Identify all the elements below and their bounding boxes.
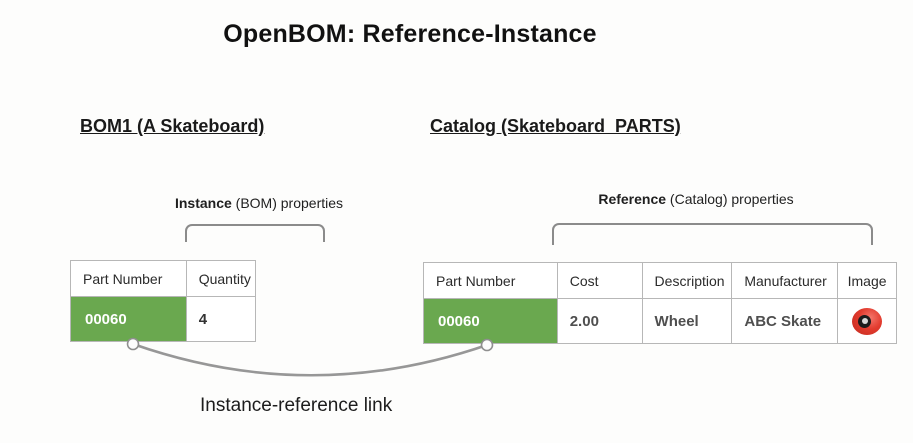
catalog-header-manufacturer: Manufacturer	[732, 263, 839, 298]
instance-reference-link-label: Instance-reference link	[200, 395, 393, 416]
catalog-cell-part-number: 00060	[424, 299, 558, 343]
catalog-header-image: Image	[847, 272, 887, 289]
connector-endpoint-right	[480, 338, 494, 352]
instance-properties-label-bold: Instance	[174, 195, 232, 211]
wheel-hole-shape	[862, 317, 869, 324]
catalog-cell-image	[838, 299, 896, 343]
skateboard-wheel-icon	[852, 307, 883, 335]
bom-table: Part Number Quantity 00060 4	[70, 260, 256, 342]
instance-properties-label-rest: (BOM) properties	[231, 195, 344, 211]
bom-cell-quantity: 4	[198, 310, 208, 328]
reference-properties-label: Reference (Catalog) properties	[546, 191, 846, 207]
catalog-section-heading: Catalog (Skateboard PARTS)	[430, 116, 681, 136]
bom-table-header-row: Part Number Quantity	[71, 261, 255, 297]
instance-properties-label: Instance (BOM) properties	[109, 195, 409, 211]
catalog-table-header-row: Part Number Cost Description Manufacture…	[424, 263, 896, 299]
reference-properties-label-rest: (Catalog) properties	[666, 191, 794, 207]
wheel-hub-shape	[858, 314, 872, 328]
instance-reference-connector	[126, 337, 494, 377]
catalog-header-part-number: Part Number	[424, 263, 558, 298]
bom-header-quantity: Quantity	[198, 270, 251, 287]
page-title: OpenBOM: Reference-Instance	[223, 20, 597, 48]
catalog-table-data-row: 00060 2.00 Wheel ABC Skate	[424, 299, 896, 343]
bom-header-part-number: Part Number	[71, 261, 187, 296]
reference-properties-bracket	[552, 223, 873, 245]
catalog-cell-cost: 2.00	[558, 299, 643, 343]
bom-cell-part-number: 00060	[71, 297, 187, 341]
catalog-header-cost: Cost	[558, 263, 643, 298]
connector-endpoint-left	[126, 337, 140, 351]
connector-curve	[131, 342, 489, 377]
bom-section-heading: BOM1 (A Skateboard)	[80, 116, 265, 136]
instance-properties-bracket	[185, 224, 325, 242]
bom-table-data-row: 00060 4	[71, 297, 255, 341]
reference-properties-label-bold: Reference	[598, 191, 667, 207]
catalog-header-description: Description	[643, 263, 733, 298]
catalog-table: Part Number Cost Description Manufacture…	[423, 262, 897, 344]
catalog-cell-description: Wheel	[643, 299, 733, 343]
catalog-cell-manufacturer: ABC Skate	[732, 299, 839, 343]
